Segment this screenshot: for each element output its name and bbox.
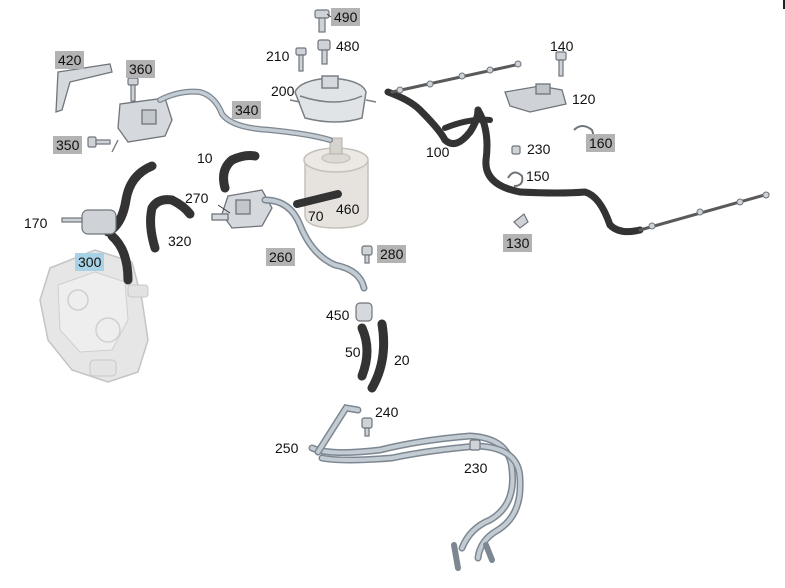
callout-360[interactable]: 360 <box>126 60 156 78</box>
bracket-assembly[interactable] <box>111 97 173 153</box>
callout-280[interactable]: 280 <box>377 245 407 263</box>
hose-100[interactable] <box>384 88 644 236</box>
bolt-490[interactable] <box>314 9 330 33</box>
callout-450[interactable]: 450 <box>326 307 350 323</box>
callout-320[interactable]: 320 <box>168 233 192 249</box>
callout-230-lower[interactable]: 230 <box>464 460 488 476</box>
bolt-240[interactable] <box>361 417 373 437</box>
filter-bracket[interactable] <box>289 75 377 123</box>
connector-450[interactable] <box>355 302 373 322</box>
bolt-140[interactable] <box>555 51 567 77</box>
pipe-assembly-250[interactable] <box>308 404 524 571</box>
callout-300[interactable]: 300 <box>75 253 105 271</box>
line-rail-lower[interactable] <box>638 191 770 232</box>
hose-50[interactable] <box>357 323 372 381</box>
connector-170[interactable] <box>61 209 117 235</box>
scroll-edge-marker <box>783 0 785 9</box>
hose-320[interactable] <box>146 195 195 253</box>
clip-230-upper[interactable] <box>511 145 521 155</box>
callout-350[interactable]: 350 <box>53 136 83 154</box>
callout-160[interactable]: 160 <box>586 134 616 152</box>
bolt-480[interactable] <box>317 39 331 65</box>
callout-50[interactable]: 50 <box>345 344 361 360</box>
valve-270[interactable] <box>211 189 273 229</box>
callout-270[interactable]: 270 <box>185 190 209 206</box>
callout-480[interactable]: 480 <box>336 38 360 54</box>
callout-10[interactable]: 10 <box>197 150 213 166</box>
pipe-260[interactable] <box>261 196 368 292</box>
hose-20[interactable] <box>367 319 389 393</box>
bolt-280[interactable] <box>361 245 373 264</box>
callout-130[interactable]: 130 <box>503 234 533 252</box>
callout-170[interactable]: 170 <box>24 215 48 231</box>
bracket-420[interactable] <box>55 63 113 113</box>
callout-120[interactable]: 120 <box>572 91 596 107</box>
bolt-360[interactable] <box>127 77 139 102</box>
callout-150[interactable]: 150 <box>526 168 550 184</box>
callout-490[interactable]: 490 <box>331 8 361 26</box>
bolt-210[interactable] <box>295 47 307 72</box>
pipe-340[interactable] <box>157 88 333 143</box>
clip-150[interactable] <box>507 171 524 187</box>
callout-230-upper[interactable]: 230 <box>527 141 551 157</box>
callout-340[interactable]: 340 <box>232 101 262 119</box>
leader-lines <box>217 13 332 214</box>
hose-10[interactable] <box>219 151 260 193</box>
high-pressure-pump[interactable] <box>39 249 149 383</box>
clip-230-lower[interactable] <box>469 439 481 451</box>
hose-70[interactable] <box>293 190 342 208</box>
callout-210[interactable]: 210 <box>266 48 290 64</box>
callout-70[interactable]: 70 <box>308 208 324 224</box>
callout-200[interactable]: 200 <box>271 83 295 99</box>
clip-130[interactable] <box>513 213 529 229</box>
callout-260[interactable]: 260 <box>266 248 296 266</box>
valve-120[interactable] <box>504 83 567 113</box>
callout-140[interactable]: 140 <box>550 38 574 54</box>
callout-100[interactable]: 100 <box>426 144 450 160</box>
callout-240[interactable]: 240 <box>375 404 399 420</box>
bolt-350[interactable] <box>87 136 111 148</box>
callout-460[interactable]: 460 <box>336 201 360 217</box>
callout-250[interactable]: 250 <box>275 440 299 456</box>
callout-20[interactable]: 20 <box>394 352 410 368</box>
line-rail-upper[interactable] <box>390 60 522 94</box>
callout-420[interactable]: 420 <box>55 51 85 69</box>
